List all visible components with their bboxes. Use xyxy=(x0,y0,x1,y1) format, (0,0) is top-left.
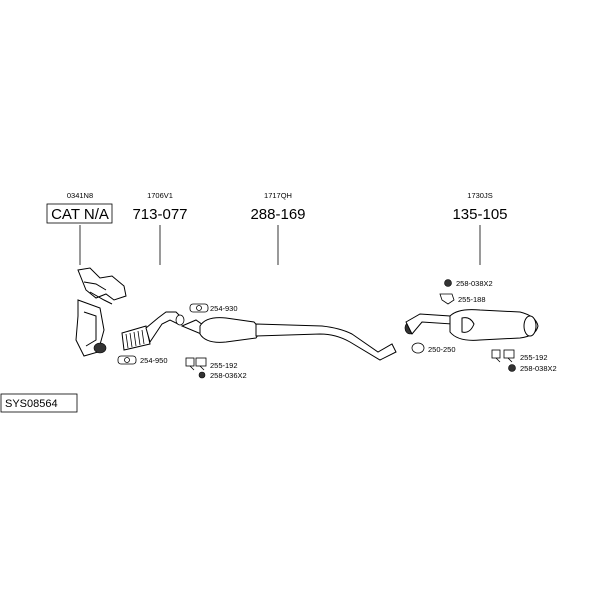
assembly-ref-catalyst: 0341N8 xyxy=(67,191,93,200)
part-label-255-188: 255-188 xyxy=(458,295,486,304)
system-code-box xyxy=(0,393,78,413)
assembly-number-center-silencer: 288-169 xyxy=(250,206,305,223)
ring-250-250 xyxy=(411,342,425,354)
hanger-258-038x2-top xyxy=(444,279,452,287)
assembly-number-front-pipe: 713-077 xyxy=(132,206,187,223)
rear-pipe-silencer xyxy=(404,309,539,341)
assembly-ref-front-pipe: 1706V1 xyxy=(147,191,173,200)
part-label-258-036x2: 258-036X2 xyxy=(210,371,247,380)
front-pipe xyxy=(121,311,185,351)
part-label-255-192-left: 255-192 xyxy=(210,361,238,370)
assembly-number-catalyst: CAT N/A xyxy=(51,206,109,223)
part-label-254-930: 254-930 xyxy=(210,304,238,313)
gasket-254-950 xyxy=(117,355,137,365)
hanger-258-036x2 xyxy=(198,371,206,379)
hanger-258-038x2-bottom xyxy=(508,364,516,372)
mount-255-188 xyxy=(439,293,455,305)
system-code: SYS08564 xyxy=(5,398,58,410)
assembly-number-rear-silencer: 135-105 xyxy=(452,206,507,223)
center-pipe-silencer xyxy=(180,317,397,361)
part-label-258-038x2-bottom: 258-038X2 xyxy=(520,364,557,373)
catalyst-label-box xyxy=(46,203,113,224)
mount-255-192-left xyxy=(185,357,207,371)
clamp-254-930 xyxy=(189,303,209,313)
assembly-ref-rear-silencer: 1730JS xyxy=(467,191,492,200)
part-label-254-950: 254-950 xyxy=(140,356,168,365)
mount-255-192-right xyxy=(491,349,515,363)
part-label-258-038x2-top: 258-038X2 xyxy=(456,279,493,288)
catalyst-manifold xyxy=(75,267,127,357)
part-label-250-250: 250-250 xyxy=(428,345,456,354)
assembly-ref-center-silencer: 1717QH xyxy=(264,191,292,200)
part-label-255-192-right: 255-192 xyxy=(520,353,548,362)
